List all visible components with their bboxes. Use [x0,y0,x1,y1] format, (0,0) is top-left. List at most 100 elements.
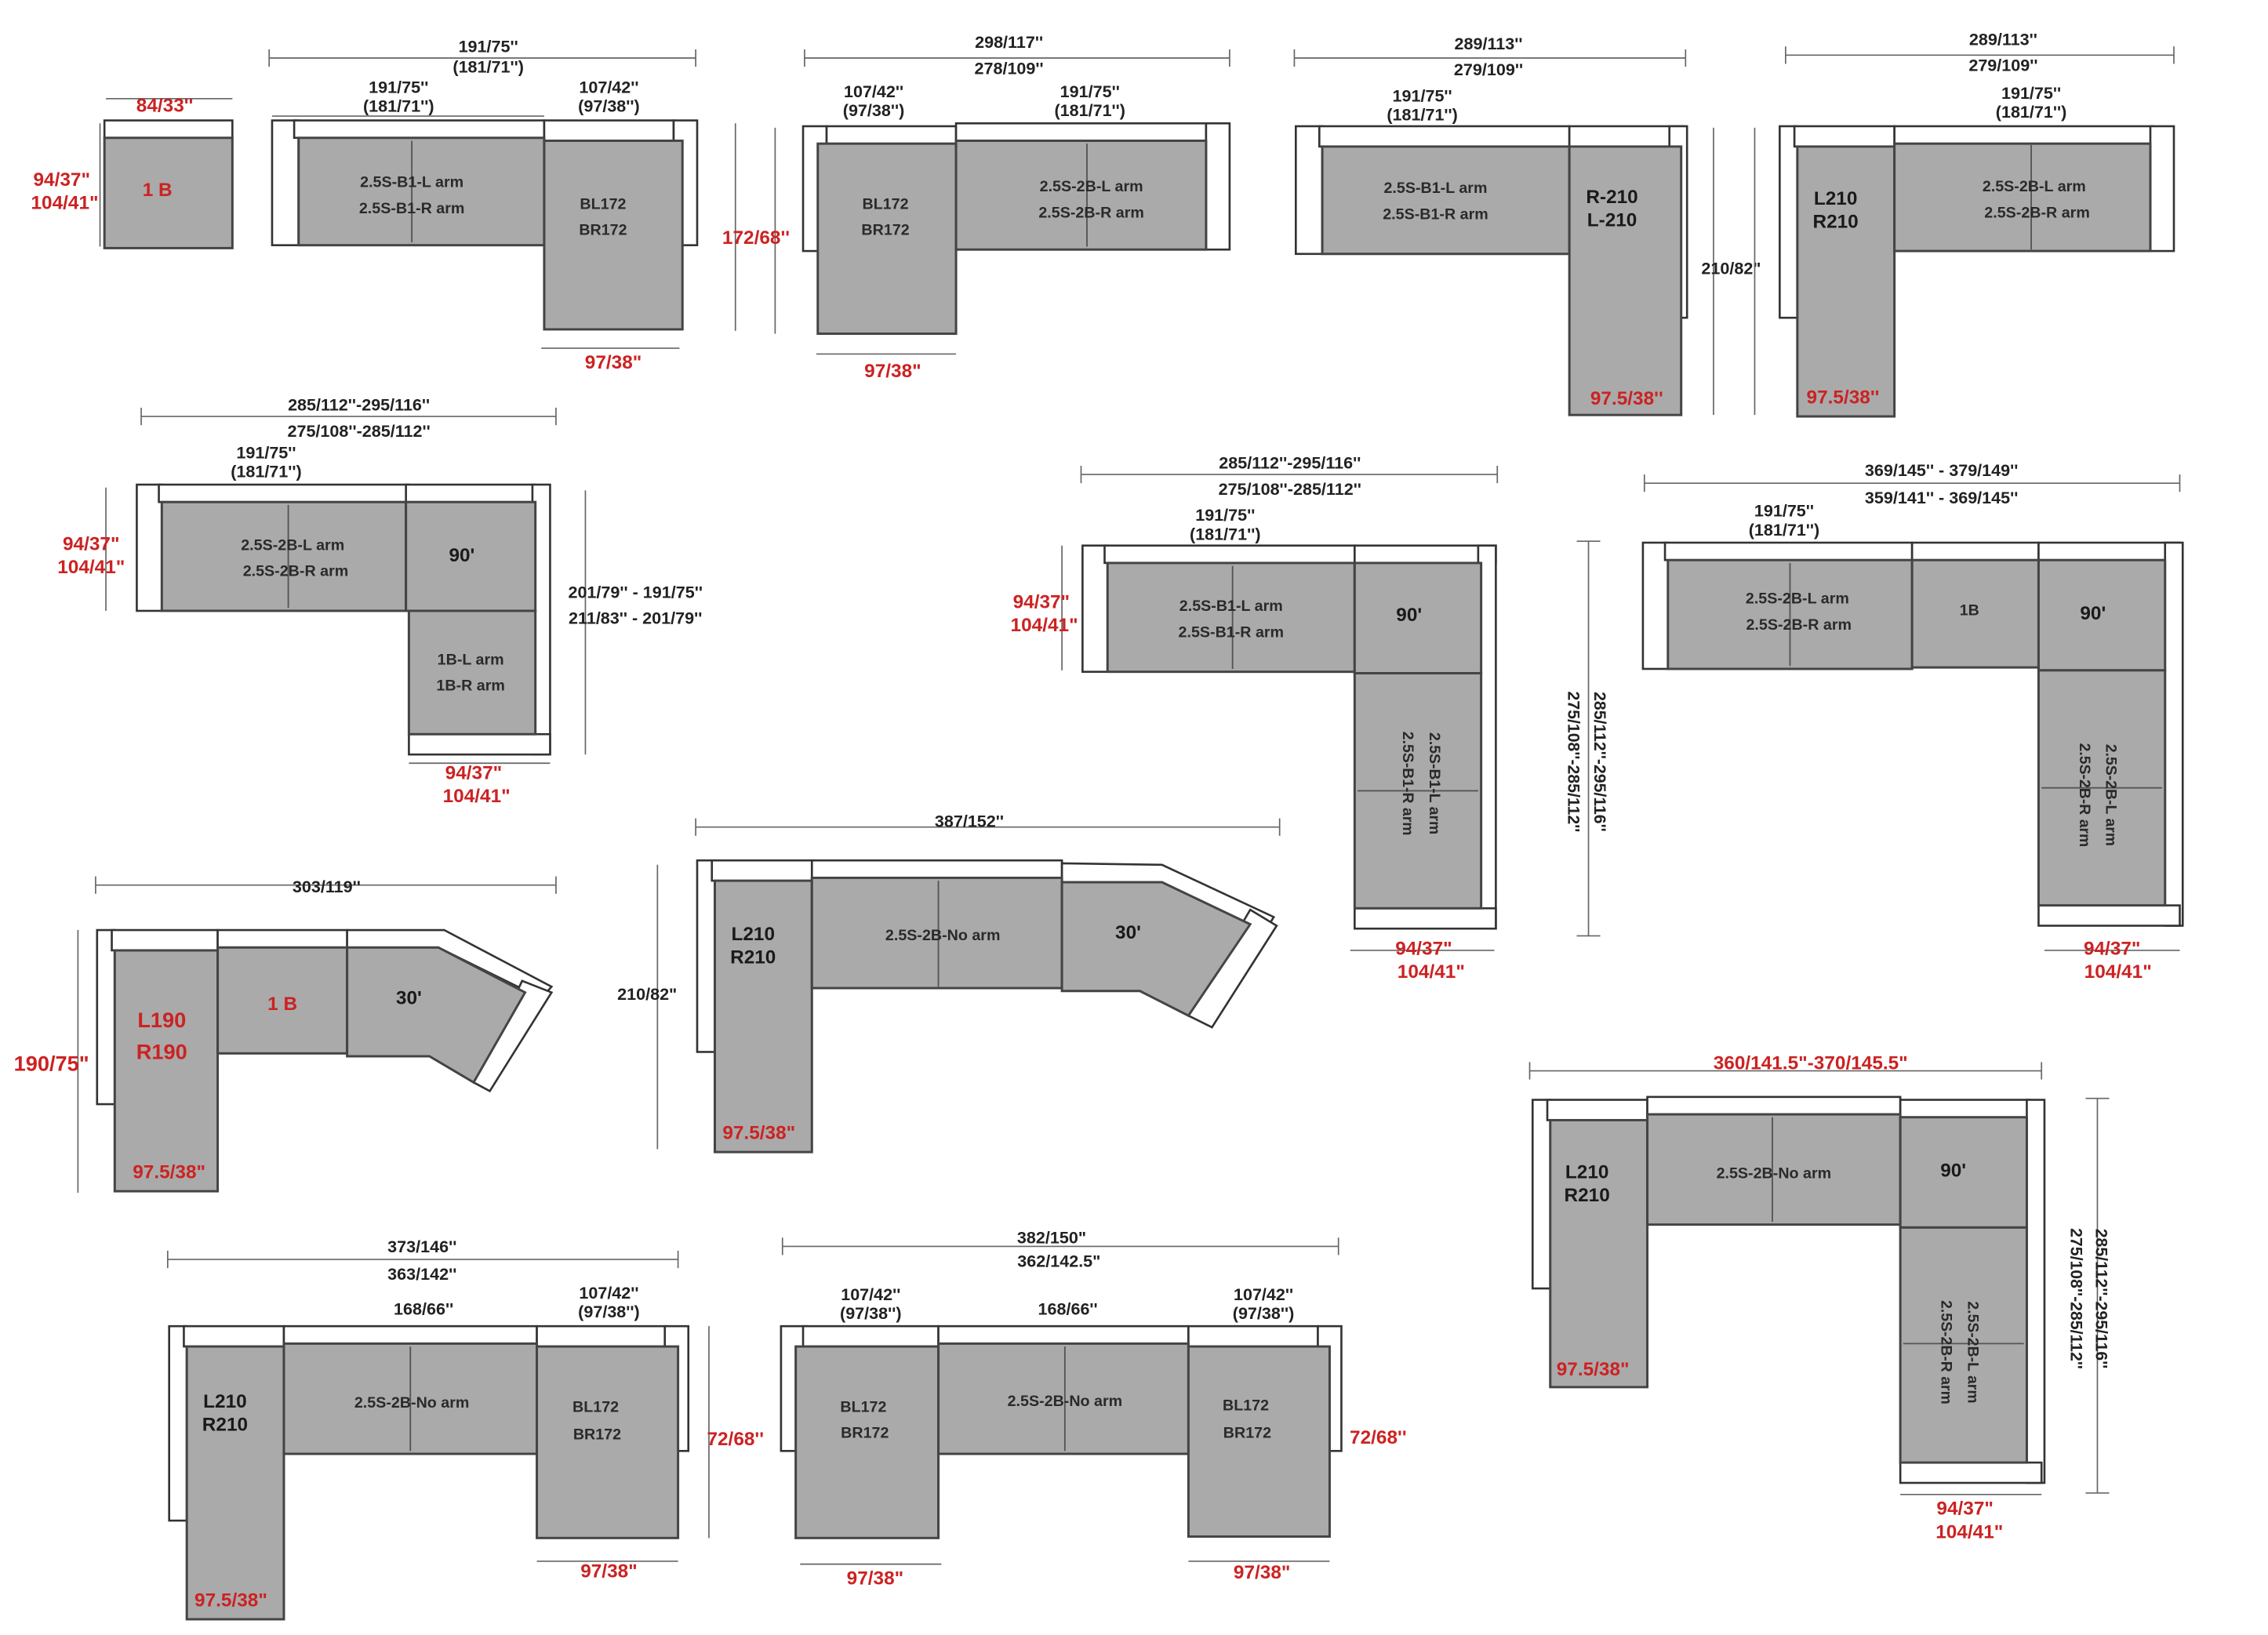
chaise [543,139,684,331]
chaise-label-2: BR172 [573,1426,621,1444]
single-1b [216,946,349,1055]
left-chaise [794,1345,940,1539]
bottom-depth-2: 104/41" [2084,961,2152,983]
depth-label-2: 104/41" [57,557,125,578]
layout-angled-i: 387/152'' L210 R210 2.5S-2B-No arm 30' 9… [617,812,1281,1154]
wedge-30 [346,946,527,1085]
sofa-label-2: 2.5S-2B-R arm [243,563,349,580]
chaise-width-2: (97/38'') [578,97,640,116]
chaise-label-2: BR172 [579,222,627,239]
layout-sofa-with-chaise-a: 191/75'' (181/71'') 191/75'' (181/71'') … [268,38,736,373]
total-label-2: 359/141'' - 369/145'' [1865,489,2018,507]
backrest [103,119,234,140]
layout-single-1b: 84/33'' 1 B 94/37" 104/41" [31,96,234,249]
chaise-width-2: (97/38'') [843,101,905,120]
long-chair [713,879,813,1154]
sofa-label-1: 2.5S-2B-L arm [1983,178,2086,195]
right-label-2: BR172 [1223,1425,1271,1442]
long-bottom: 97.5/38" [194,1590,267,1611]
sofa-width-2: (181/71'') [1996,103,2067,122]
long-label-1: L210 [1565,1162,1609,1183]
single-label: 1 B [267,994,297,1015]
chair-1b [407,609,537,736]
total-label-2: (181/71'') [453,58,524,77]
layout-angled-h: 303/119'' L190 R190 1 B 30' 97.5/38" 190… [14,876,557,1193]
bottom-depth-1: 94/37" [1936,1499,1994,1520]
total-label-1: 369/145'' - 379/149'' [1865,461,2018,480]
long-bottom: 97.5/38'' [1807,387,1880,409]
sofa-label-1: 2.5S-B1-L arm [1383,180,1487,197]
long-chair [185,1345,285,1621]
corner-label: 90' [2080,603,2106,624]
corner-90 [1353,561,1483,675]
right-label-1: BL172 [1223,1397,1269,1415]
chair-label-2: 1B-R arm [436,678,504,695]
corner-label: 90' [1396,605,1422,626]
sofa-2.5s [1106,561,1356,674]
long-bottom: 97.5/38" [1557,1359,1630,1380]
long-bottom: 97.5/38" [722,1123,795,1144]
sofa-width-1: 191/75'' [236,444,296,463]
layout-u-shape-j: 360/141.5"-370/145.5" L210 R210 2.5S-2B-… [1528,1053,2111,1542]
right-chaise [1187,1345,1331,1538]
right-width-1: 107/42'' [1234,1285,1293,1304]
sofa-label: 2.5S-2B-No arm [1008,1393,1123,1410]
chaise-label-2: BR172 [861,222,909,239]
total-label-1: 285/112''-295/116'' [288,396,430,415]
total-label-2: 279/109'' [1968,56,2037,75]
depth-label-1: 94/37" [34,169,91,191]
layout-corner-f: 285/112''-295/116'' 275/108''-285/112'' … [1011,454,1610,983]
vert-label-2: 2.5S-2B-R arm [2076,743,2093,848]
sofa-width-2: (181/71'') [1387,106,1458,125]
bottom-depth-1: 94/37" [1395,939,1452,960]
sofa-label-1: 2.5S-B1-L arm [360,174,463,191]
chaise-bottom: 97/38" [580,1561,638,1582]
corner-label: 90' [449,545,474,566]
layout-corner-g: 369/145'' - 379/149'' 359/141'' - 369/14… [1641,461,2184,983]
chaise-width-1: 107/42'' [579,1284,638,1303]
vert-label-2: 2.5S-2B-R arm [1938,1300,1955,1404]
depth-label-1: 94/37" [1013,591,1070,612]
single-label: 1B [1960,602,1979,619]
vert-label-1: 2.5S-2B-L arm [2103,744,2120,846]
corner-90 [405,500,537,612]
sofa-label-2: 2.5S-2B-R arm [1746,616,1852,634]
depth-label-2: 104/41" [31,193,98,214]
long-chair [1549,1118,1649,1389]
side-label-2: 211/83'' - 201/79'' [569,609,702,628]
sofa-label-2: 2.5S-B1-R arm [359,200,465,217]
left-width-2: (97/38'') [840,1304,902,1323]
chaise-bottom: 97/38" [864,361,921,382]
long-label-2: R210 [202,1415,248,1436]
sofa-width-2: (181/71'') [1054,101,1125,120]
side-label-1: 201/79'' - 191/75'' [568,583,702,601]
sofa-label: 2.5S-2B-No arm [354,1394,470,1412]
sofa-label-1: 2.5S-2B-L arm [241,536,344,554]
long-label-1: L210 [203,1391,247,1412]
total-label-2: 278/109'' [975,59,1044,78]
chair-label-1: 1B-L arm [438,652,504,669]
sofa-width-2: (181/71'') [363,97,434,116]
sofa-label-2: 2.5S-2B-R arm [1984,205,2090,222]
chaise-width-1: 107/42'' [844,82,903,101]
sofa-width-1: 191/75'' [1060,82,1120,101]
wedge-label: 30' [1115,922,1141,943]
sofa-label: 2.5S-2B-No arm [1717,1165,1832,1183]
sofa-2.5s-vertical [1899,1226,2028,1464]
side-depth: 72/68'' [707,1429,764,1450]
chaise-label-1: BL172 [863,196,909,213]
long-label-2: L-210 [1587,210,1637,231]
total-label: 303/119'' [293,877,361,896]
module-label: 1 B [143,180,173,201]
total-label-2: 363/142'' [387,1265,456,1284]
side-label-2: 275/108''-285/112'' [1564,691,1583,832]
total-label-2: 279/109'' [1454,60,1523,79]
depth-label-2: 104/41" [1011,615,1078,636]
layout-u-shape-l: 382/150" 362/142.5" 107/42'' (97/38'') 1… [780,1229,1407,1589]
vert-label-2: 2.5S-B1-R arm [1399,732,1416,836]
long-label-1: L210 [1814,188,1858,209]
total-label-2: 362/142.5" [1017,1252,1100,1270]
long-label-1: L210 [731,924,775,945]
sofa-width-2: (181/71'') [231,463,302,481]
